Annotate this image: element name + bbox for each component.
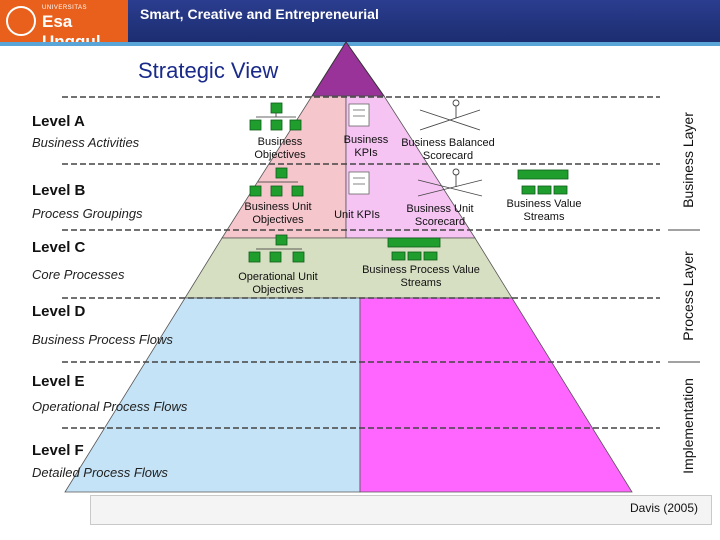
business-unit-objectives-label: Business Unit Objectives <box>244 201 312 226</box>
citation: Davis (2005) <box>630 501 699 515</box>
business-unit-scorecard-label: Business Unit Scorecard <box>406 203 474 228</box>
tagline: Smart, Creative and Entrepreneurial <box>140 6 379 22</box>
org-chart-icon <box>249 102 302 131</box>
business-layer-label: Business Layer <box>680 112 696 208</box>
business-kpis-label: Business KPIs <box>343 134 389 159</box>
level-c-label: Level C <box>32 239 86 256</box>
diagram-title: Strategic View <box>138 58 279 83</box>
level-e-label: Level E <box>32 373 85 390</box>
level-d-description: Business Process Flows <box>32 332 173 347</box>
level-f-description: Detailed Process Flows <box>32 465 168 480</box>
logo-name: Esa Unggul <box>42 12 101 51</box>
level-a-label: Level A <box>32 113 85 130</box>
kpi-gauge-icon <box>348 103 370 127</box>
pyramid-magenta-section <box>359 297 633 493</box>
scorecard-figure-icon <box>419 99 481 131</box>
business-objectives-label: Business Objectives <box>254 136 306 161</box>
header-accent-strip <box>0 42 720 46</box>
value-stream-chevron-icon <box>517 169 569 195</box>
level-f-label: Level F <box>32 442 84 459</box>
implementation-layer-label: Implementation <box>680 378 696 474</box>
level-a-description: Business Activities <box>32 135 140 150</box>
kpi-gauge-icon <box>348 171 370 195</box>
logo: UNIVERSITAS Esa Unggul <box>0 0 128 51</box>
unit-kpis-label: Unit KPIs <box>334 209 380 221</box>
scorecard-figure-icon <box>417 168 483 197</box>
level-b-description: Process Groupings <box>32 206 143 221</box>
business-process-value-streams-label: Business Process Value Streams <box>362 264 480 289</box>
balanced-scorecard-label: Business Balanced Scorecard <box>401 137 495 162</box>
pyramid-blue-section <box>64 297 361 493</box>
logo-emblem-icon <box>6 6 36 36</box>
process-layer-label: Process Layer <box>680 251 696 341</box>
watermark-band <box>90 495 712 525</box>
org-chart-icon <box>248 234 305 263</box>
header-bar: UNIVERSITAS Esa Unggul Smart, Creative a… <box>0 0 720 51</box>
logo-subtitle: UNIVERSITAS <box>42 5 88 11</box>
level-d-label: Level D <box>32 303 86 320</box>
operational-unit-objectives-label: Operational Unit Objectives <box>238 271 318 296</box>
level-b-label: Level B <box>32 182 86 199</box>
pyramid-apex <box>311 41 385 97</box>
level-e-description: Operational Process Flows <box>32 399 188 414</box>
business-value-streams-label: Business Value Streams <box>506 198 582 223</box>
level-c-description: Core Processes <box>32 267 125 282</box>
value-stream-chevron-icon <box>387 237 441 261</box>
org-chart-icon <box>249 167 304 197</box>
